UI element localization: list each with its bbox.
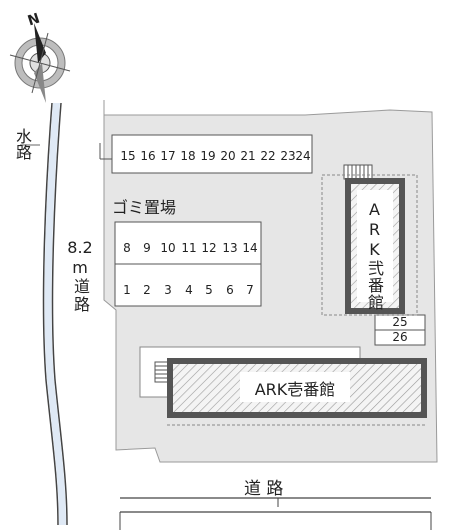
parking-slot: 12 [201, 241, 217, 255]
parking-slot: 7 [246, 283, 254, 297]
building-second-label: ARK弐番館 [365, 200, 384, 311]
parking-slot: 14 [242, 241, 258, 255]
bottom-road [119, 497, 432, 530]
building-first [167, 358, 427, 418]
waterway-label: 水路 [13, 128, 32, 160]
parking-slot: 21 [240, 149, 256, 163]
parking-slot: 9 [143, 241, 151, 255]
side-road-lines [42, 102, 68, 526]
stairs-second [343, 164, 373, 180]
parking-slot: 8 [123, 241, 131, 255]
parking-slot: 23 [280, 149, 296, 163]
parking-slot: 16 [140, 149, 156, 163]
side-road-unit: m [72, 258, 88, 277]
garbage-area-label: ゴミ置場 [112, 198, 177, 217]
side-road-name: 道路 [71, 278, 90, 314]
parking-slot: 2 [143, 283, 151, 297]
parking-slot: 26 [392, 330, 408, 344]
building-first-label: ARK壱番館 [254, 380, 336, 399]
parking-slot: 19 [200, 149, 216, 163]
parking-slot: 3 [164, 283, 172, 297]
side-road-width: 8.2 [67, 238, 93, 257]
parking-slot: 6 [226, 283, 234, 297]
parking-grid [114, 221, 262, 307]
parking-slot: 20 [220, 149, 236, 163]
parking-slot: 25 [392, 315, 408, 329]
stairs-first [154, 361, 170, 383]
parking-slot: 22 [260, 149, 276, 163]
compass-rose-icon [9, 23, 71, 103]
parking-slot: 18 [180, 149, 196, 163]
parking-slot: 10 [160, 241, 176, 255]
parking-slot: 1 [123, 283, 131, 297]
side-road-label: 8.2 m 道路 [66, 238, 94, 314]
parking-slot: 17 [160, 149, 176, 163]
parking-slot: 24 [295, 149, 311, 163]
parking-slot: 15 [120, 149, 136, 163]
parking-slot: 11 [181, 241, 197, 255]
parking-top-row [99, 134, 313, 174]
building-second [345, 178, 405, 314]
parking-slot: 4 [185, 283, 193, 297]
bottom-road-label: 道 路 [244, 479, 284, 499]
parking-slot: 5 [205, 283, 213, 297]
parking-slot: 13 [222, 241, 238, 255]
